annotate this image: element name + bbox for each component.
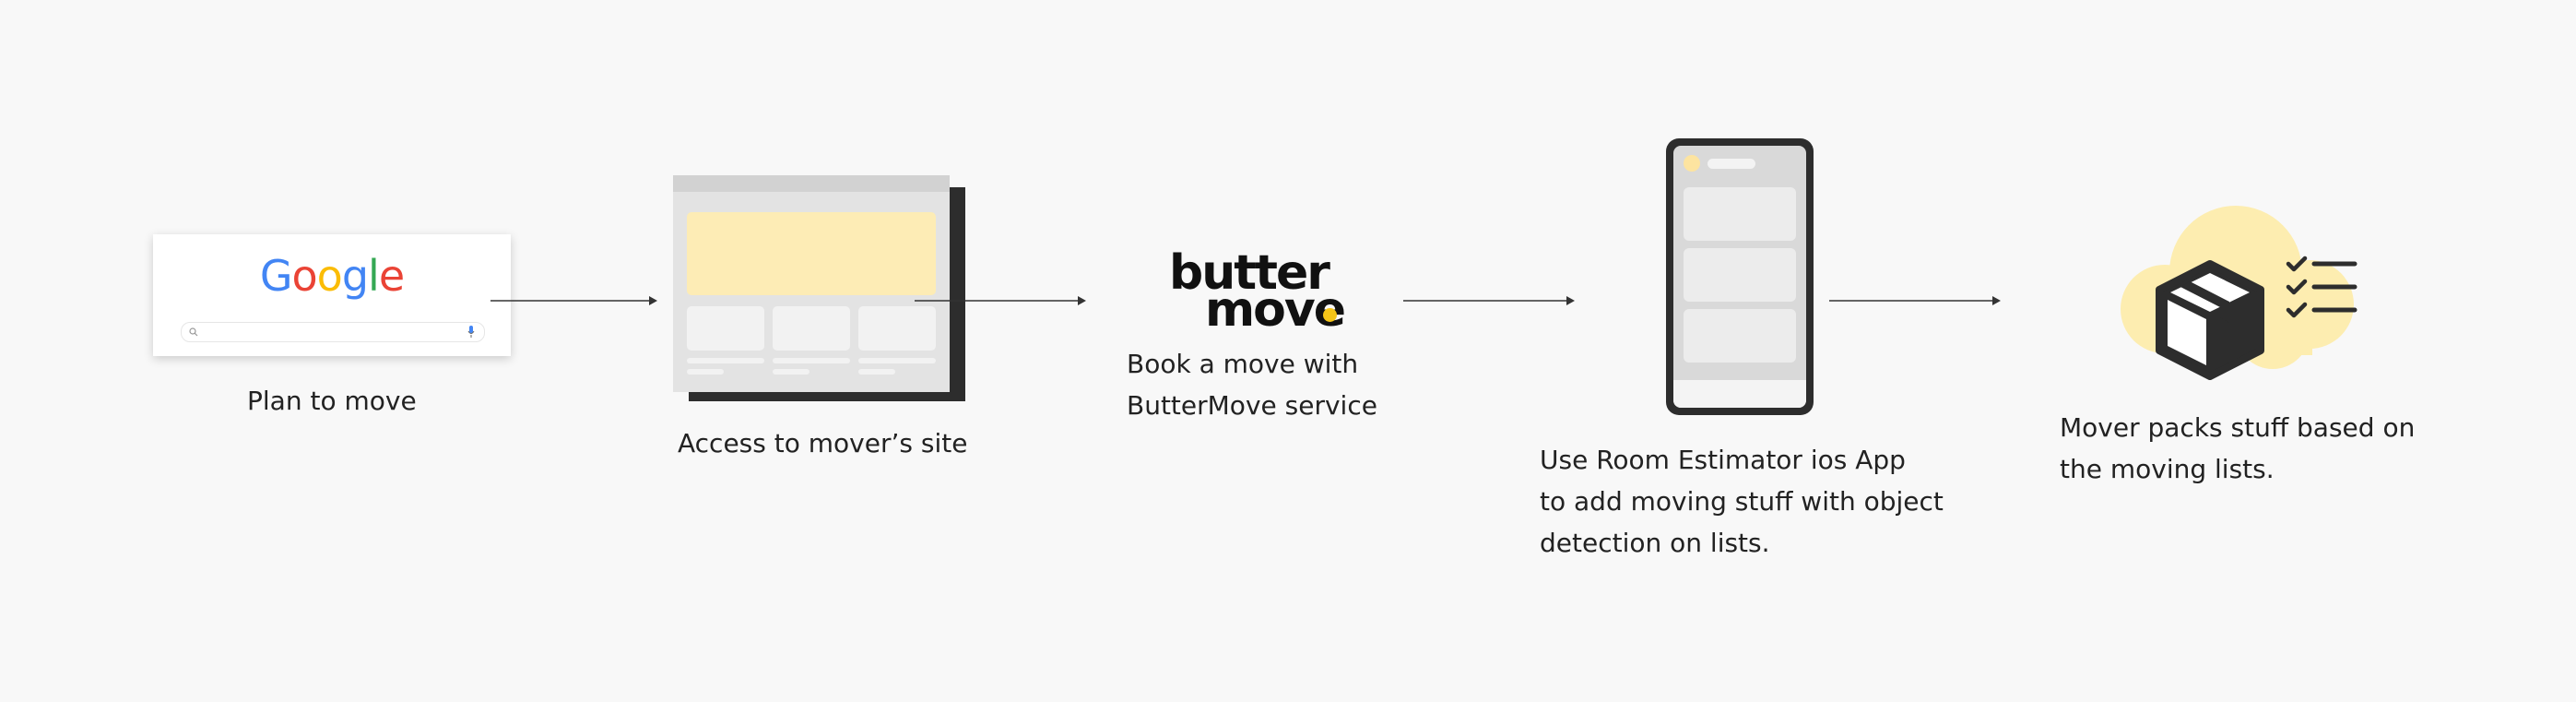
google-letter-g2: g [341, 251, 369, 301]
content-card-3 [858, 306, 936, 351]
caption-pack-line1: Mover packs stuff based on [2060, 412, 2416, 443]
text-line-6 [858, 369, 895, 375]
text-line-4 [687, 369, 724, 375]
checklist-icon [2286, 256, 2357, 318]
search-icon [189, 327, 198, 337]
caption-book-line1: Book a move with [1127, 349, 1359, 379]
arrow-4 [1829, 296, 2001, 305]
phone-card-3 [1684, 309, 1796, 363]
phone-screen [1673, 146, 1806, 408]
caption-site-line: Access to mover’s site [678, 428, 968, 458]
buttermove-logo-line2: move [1205, 282, 1346, 338]
text-line-1 [687, 358, 764, 363]
microphone-icon [467, 326, 475, 338]
caption-site: Access to mover’s site [678, 422, 967, 464]
text-line-3 [858, 358, 936, 363]
package-box-icon [2156, 260, 2264, 380]
google-letter-e: e [378, 251, 405, 301]
google-letter-o1: o [291, 251, 318, 301]
browser-window [673, 175, 950, 392]
content-card-2 [773, 306, 850, 351]
content-card-1 [687, 306, 764, 351]
arrow-2 [915, 296, 1086, 305]
hero-banner [687, 212, 936, 295]
google-logo: Google [153, 255, 511, 297]
google-letter-o2: o [316, 251, 343, 301]
browser-title-bar [673, 175, 950, 192]
phone-card-1 [1684, 187, 1796, 241]
arrow-1 [490, 296, 657, 305]
phone-card-2 [1684, 248, 1796, 302]
search-bar [181, 322, 485, 342]
caption-app-line3: detection on lists. [1540, 528, 1770, 558]
phone-frame [1666, 138, 1814, 415]
caption-book: Book a move with ButterMove service [1127, 343, 1377, 426]
text-line-2 [773, 358, 850, 363]
caption-pack-line2: the moving lists. [2060, 454, 2275, 484]
google-letter-l: l [368, 251, 380, 301]
caption-pack: Mover packs stuff based on the moving li… [2060, 407, 2415, 490]
buttermove-logo-dot [1323, 308, 1337, 322]
avatar-dot [1684, 155, 1700, 172]
text-line-5 [773, 369, 809, 375]
caption-app: Use Room Estimator ios App to add moving… [1540, 439, 1944, 564]
buttermove-logo: butter move [1166, 245, 1351, 334]
phone-bottom-bar [1673, 380, 1806, 408]
caption-app-line1: Use Room Estimator ios App [1540, 445, 1906, 475]
caption-plan-line: Plan to move [247, 386, 417, 416]
header-bar [1707, 159, 1755, 169]
google-search-card: Google [153, 234, 511, 356]
buttermove-logo-line1: butter [1169, 245, 1330, 301]
caption-plan: Plan to move [247, 380, 417, 422]
arrow-3 [1403, 296, 1575, 305]
caption-app-line2: to add moving stuff with object [1540, 486, 1944, 517]
google-letter-g1: G [259, 251, 293, 301]
caption-book-line2: ButterMove service [1127, 390, 1377, 421]
